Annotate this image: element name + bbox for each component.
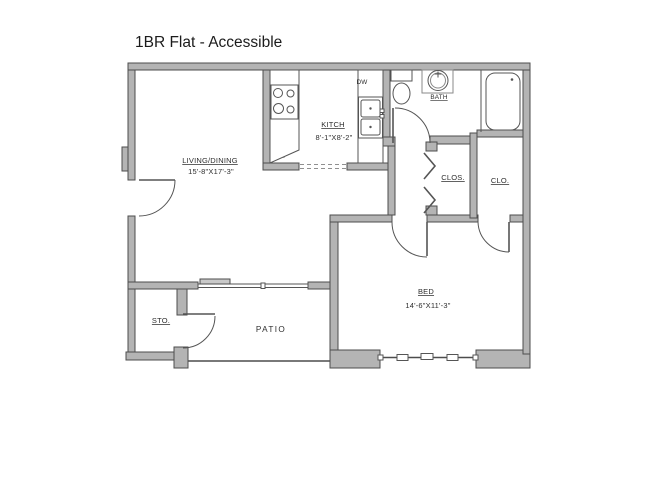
faucet <box>379 114 385 119</box>
wall-segment <box>522 69 531 355</box>
storage-door-swing-arc <box>182 315 216 349</box>
living-room-label: LIVING/DINING <box>182 156 238 165</box>
faucet <box>379 108 385 113</box>
toilet-tank <box>390 69 413 82</box>
toilet <box>392 82 411 105</box>
wall-segment <box>346 162 391 171</box>
sink-drain <box>369 107 372 110</box>
hall-closet-label: CLOS. <box>441 173 465 182</box>
bath-fixtures <box>390 69 521 132</box>
wall-segment <box>476 129 524 138</box>
kitchen-label: KITCH <box>321 120 345 129</box>
stove-burner <box>273 103 284 114</box>
bedroom-door-swing-arc <box>391 221 428 258</box>
wall-segment <box>262 162 300 171</box>
wall-segment <box>425 141 438 152</box>
window-pane <box>396 354 409 361</box>
wall-segment <box>262 69 271 171</box>
wall-segment <box>329 214 339 369</box>
wall-segment <box>469 132 478 219</box>
bed-closet-label: CLO. <box>491 176 509 185</box>
dishwasher-label: DW <box>356 79 368 86</box>
room-labels: LIVING/DINING 15'-8"X17'-3" KITCH 8'-1"X… <box>152 79 509 334</box>
walls <box>121 62 531 369</box>
patio-sliding-door-track <box>197 283 309 288</box>
wall-segment <box>173 346 189 369</box>
wall-segment <box>387 145 396 216</box>
wall-segment <box>127 281 199 290</box>
wall-segment <box>121 146 129 172</box>
bath-label: BATH <box>430 94 448 101</box>
wall-segment <box>127 69 136 181</box>
wall-segment <box>426 214 479 223</box>
wall-segment <box>329 349 381 369</box>
entry-door-swing-arc <box>138 179 176 217</box>
wall-segment <box>127 288 136 356</box>
window-pane <box>446 354 459 361</box>
patio-sliding-door-tick <box>260 282 266 289</box>
wall-segment <box>329 214 393 223</box>
stove-burner <box>286 105 295 114</box>
bifold-door <box>423 152 437 180</box>
wall-segment <box>127 62 531 71</box>
bifold-door <box>423 186 437 214</box>
wall-segment <box>176 288 188 316</box>
plan-title: 1BR Flat - Accessible <box>135 34 282 51</box>
tub-drain <box>510 78 514 81</box>
patio-label: PATIO <box>256 325 286 334</box>
closet-door-swing-arc <box>477 221 510 253</box>
bedroom-label: BED <box>418 287 434 296</box>
sink-drain <box>369 125 372 129</box>
wall-segment <box>425 205 438 216</box>
patio-sliding-door-panel <box>199 278 231 285</box>
bath-door-swing-arc <box>394 107 431 144</box>
kitchen-dims: 8'-1"X8'-2" <box>315 133 352 142</box>
window-end-tick <box>472 354 479 361</box>
stove-burner <box>286 89 295 98</box>
windows <box>188 278 479 362</box>
wall-segment <box>509 214 524 223</box>
wall-segment <box>382 69 391 145</box>
wall-segment <box>127 215 136 290</box>
living-room-dims: 15'-8"X17'-3" <box>188 167 234 176</box>
bedroom-dims: 14'-6"X11'-3" <box>405 301 450 310</box>
wall-segment <box>475 349 531 369</box>
window-pane <box>420 353 434 360</box>
window-end-tick <box>377 354 384 361</box>
doors <box>138 107 510 349</box>
storage-label: STO. <box>152 316 170 325</box>
bathtub <box>485 72 521 131</box>
stove-burner <box>273 88 283 98</box>
kitchen-fixtures <box>269 69 385 164</box>
